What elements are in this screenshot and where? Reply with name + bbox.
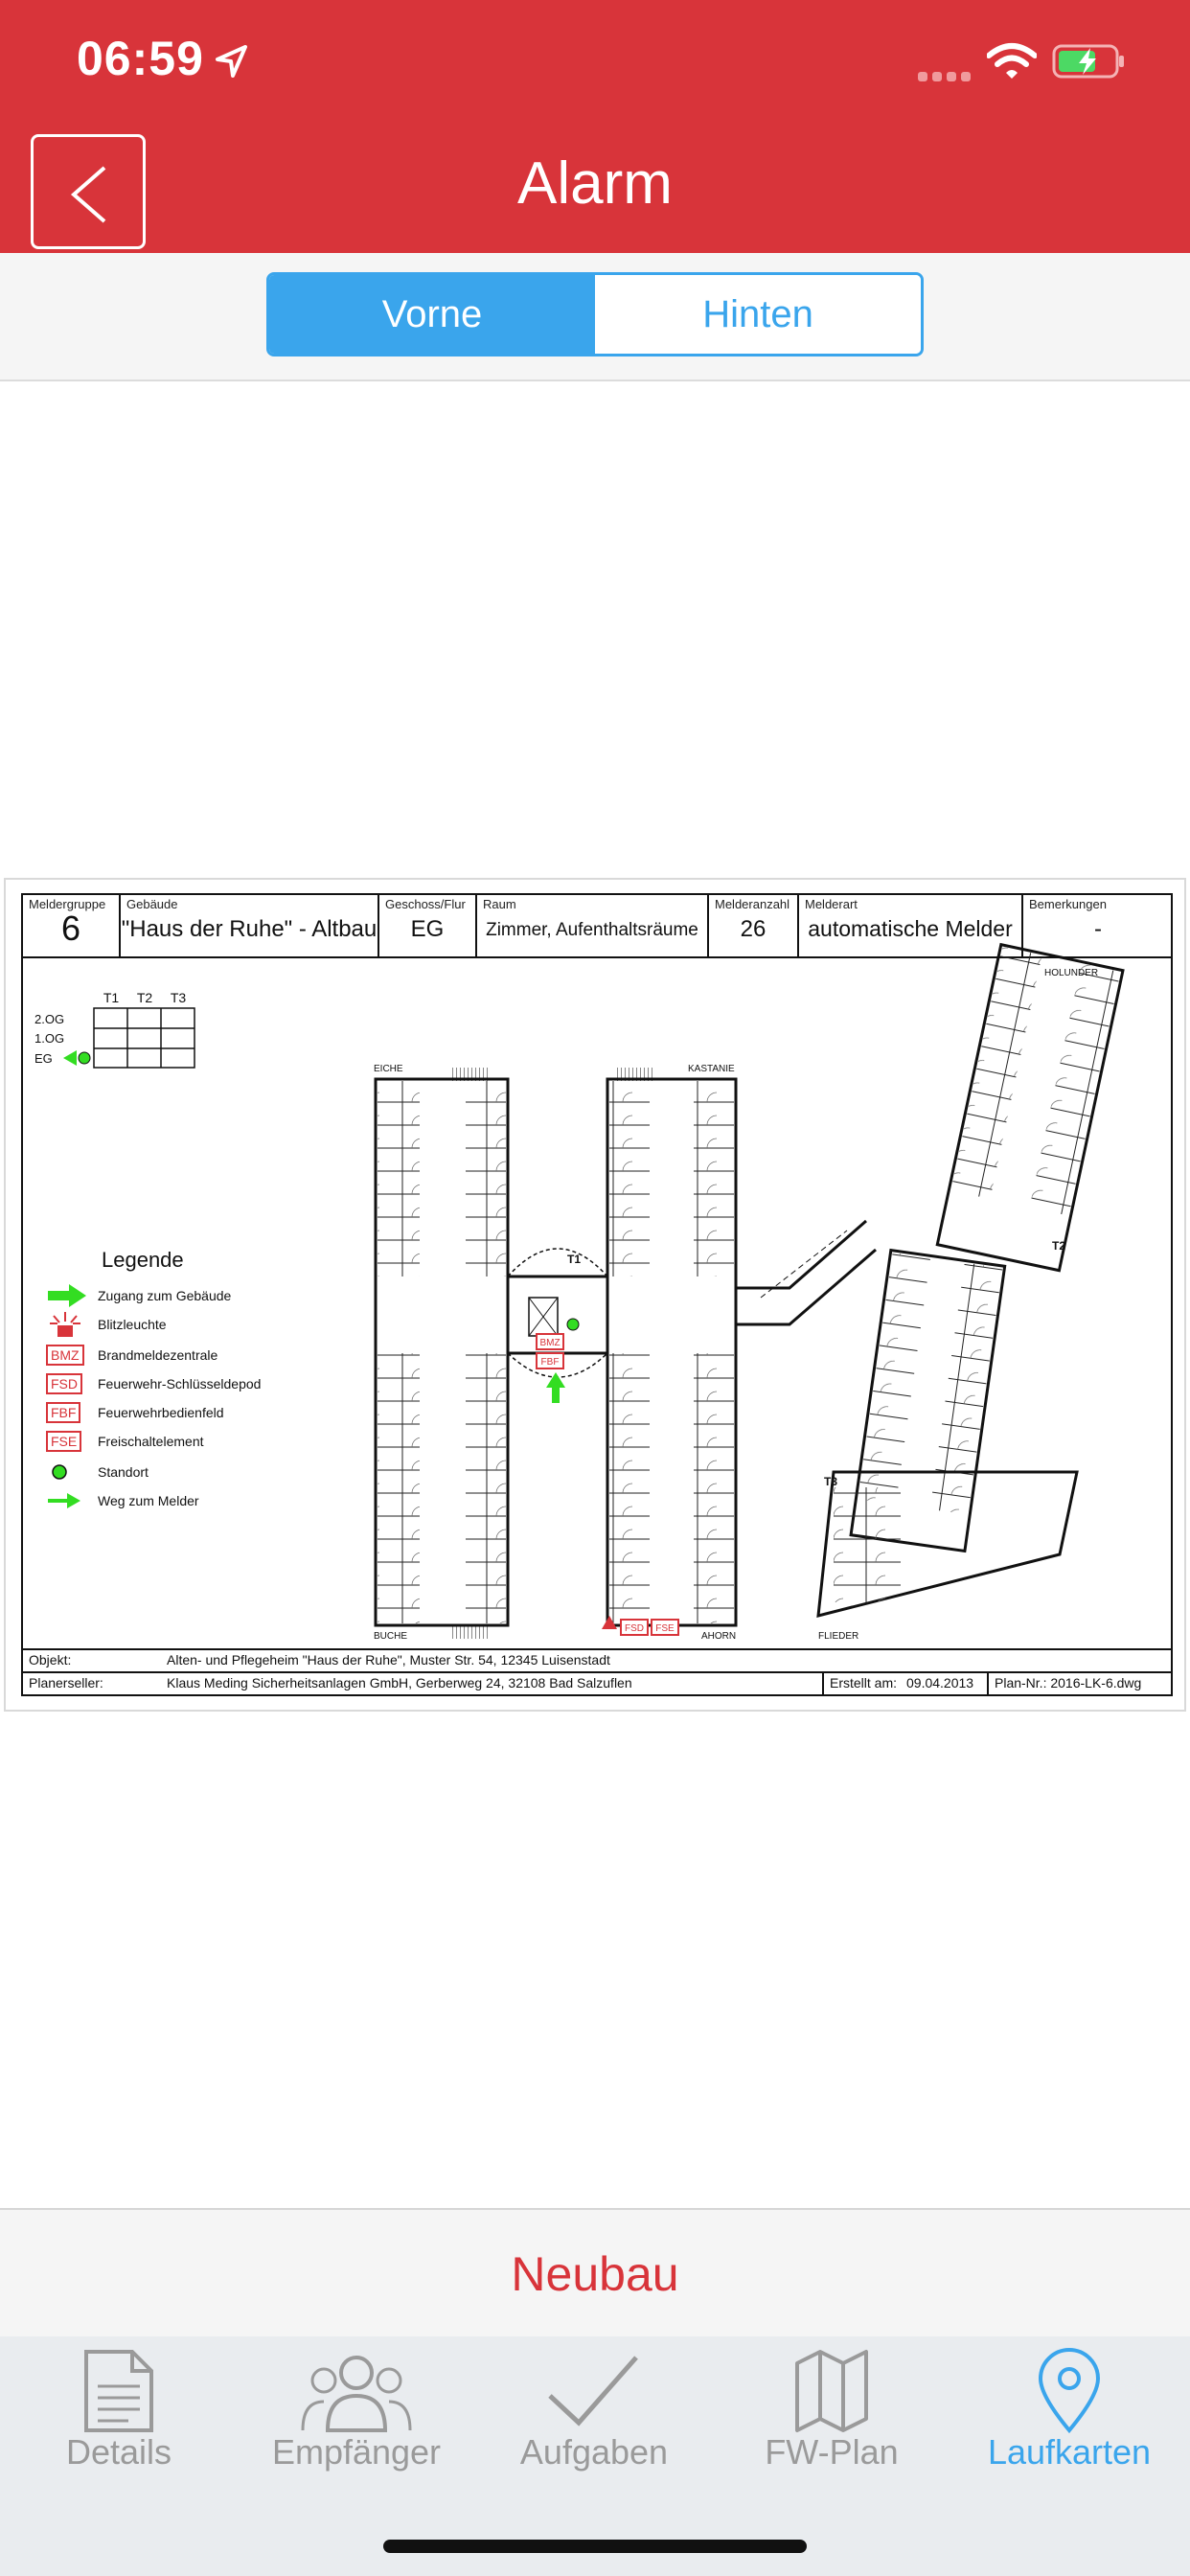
neubau-bar: Neubau [0, 2208, 1190, 2338]
nav-bar: Alarm [0, 125, 1190, 253]
legend-item: FBF Feuerwehrbedienfeld [46, 1399, 224, 1426]
wing-label-holunder: HOLUNDER [1044, 968, 1098, 978]
footer-planer: Klaus Meding Sicherheitsanlagen GmbH, Ge… [167, 1675, 632, 1690]
strobe-light-icon [50, 1312, 80, 1337]
footer-col-divider [987, 1671, 989, 1696]
footer-divider [23, 1671, 1171, 1673]
header-gebaeude: Gebäude"Haus der Ruhe" - Altbau [121, 895, 379, 956]
device-label-fbf: FBF [541, 1357, 560, 1368]
stair-label-t2: T2 [1052, 1239, 1065, 1253]
device-label-bmz: BMZ [539, 1338, 560, 1348]
segment-bar: Vorne Hinten [0, 253, 1190, 381]
header-divider [23, 956, 1171, 958]
grid-col-t3: T3 [171, 991, 187, 1005]
battery-charging-icon [1052, 44, 1124, 79]
checkmark-icon [548, 2356, 638, 2426]
footer-planer-label: Planerseller: [29, 1675, 103, 1690]
footer-plannr: Plan-Nr.: 2016-LK-6.dwg [995, 1675, 1142, 1690]
tab-bar: Details Empfänger Aufgaben FW-Plan Laufk… [0, 2336, 1190, 2576]
tab-details[interactable]: Details [0, 2336, 238, 2490]
grid-row-1og: 1.OG [34, 1031, 64, 1046]
grid-col-t2: T2 [137, 991, 153, 1005]
back-button[interactable] [31, 134, 146, 249]
wing-label-flieder: FLIEDER [818, 1631, 858, 1642]
chevron-left-icon [70, 166, 106, 223]
tab-aufgaben[interactable]: Aufgaben [475, 2336, 713, 2490]
segment-back[interactable]: Hinten [595, 275, 921, 354]
location-pin-icon [1038, 2348, 1101, 2434]
page-title: Alarm [517, 150, 673, 217]
tab-fw-plan[interactable]: FW-Plan [713, 2336, 950, 2490]
footer-divider [23, 1648, 1171, 1650]
home-indicator[interactable] [383, 2540, 807, 2553]
wifi-icon [987, 43, 1037, 79]
location-dot-icon [52, 1464, 67, 1480]
wing-label-ahorn: AHORN [701, 1631, 736, 1642]
legend-item: FSE Freischaltelement [46, 1428, 204, 1455]
legend-item: Blitzleuchte [46, 1311, 167, 1338]
segment-front[interactable]: Vorne [269, 275, 595, 354]
status-time: 06:59 [77, 32, 204, 85]
wing-label-buche: BUCHE [374, 1631, 407, 1642]
legend-item: FSD Feuerwehr-Schlüsseldepod [46, 1370, 261, 1397]
location-arrow-icon [216, 45, 247, 78]
wing-label-kastanie: KASTANIE [688, 1064, 735, 1074]
footer-erstellt: 09.04.2013 [906, 1675, 974, 1690]
grid-row-eg: EG [34, 1051, 53, 1066]
grid-row-2og: 2.OG [34, 1012, 64, 1026]
wing-label-eiche: EICHE [374, 1064, 403, 1074]
floor-plan-drawing: EICHE KASTANIE HOLUNDER BUCHE AHORN FLIE… [374, 942, 1125, 1642]
tab-empfaenger[interactable]: Empfänger [238, 2336, 475, 2490]
front-back-segment: Vorne Hinten [266, 272, 924, 356]
footer-objekt-label: Objekt: [29, 1652, 72, 1668]
map-icon [795, 2350, 868, 2432]
header-bemerkungen: Bemerkungen- [1029, 897, 1107, 942]
footer-col-divider [822, 1671, 824, 1696]
legend-title: Legende [102, 1248, 184, 1272]
neubau-button[interactable]: Neubau [511, 2247, 679, 2301]
floor-grid: T1 T2 T3 2.OG 1.OG EG [34, 991, 195, 1069]
legend-item: Standort [46, 1459, 149, 1485]
legend-item: BMZ Brandmeldezentrale [46, 1342, 217, 1368]
footer-erstellt-label: Erstellt am: [830, 1675, 898, 1690]
device-label-fse: FSE [655, 1623, 675, 1634]
device-label-fsd: FSD [625, 1623, 644, 1634]
footer-objekt: Alten- und Pflegeheim "Haus der Ruhe", M… [167, 1652, 610, 1668]
document-icon [84, 2350, 153, 2432]
stair-label-t1: T1 [567, 1253, 581, 1266]
route-arrow-icon [48, 1493, 80, 1508]
signal-dots-icon [918, 72, 971, 81]
people-icon [301, 2356, 412, 2432]
legend-item: Zugang zum Gebäude [46, 1282, 231, 1309]
status-bar: 06:59 [0, 0, 1190, 125]
tab-laufkarten[interactable]: Laufkarten [950, 2336, 1188, 2490]
legend-item: Weg zum Melder [46, 1487, 199, 1514]
stair-label-t3: T3 [824, 1475, 837, 1488]
grid-col-t1: T1 [103, 991, 120, 1005]
entrance-arrow-icon [48, 1284, 86, 1307]
